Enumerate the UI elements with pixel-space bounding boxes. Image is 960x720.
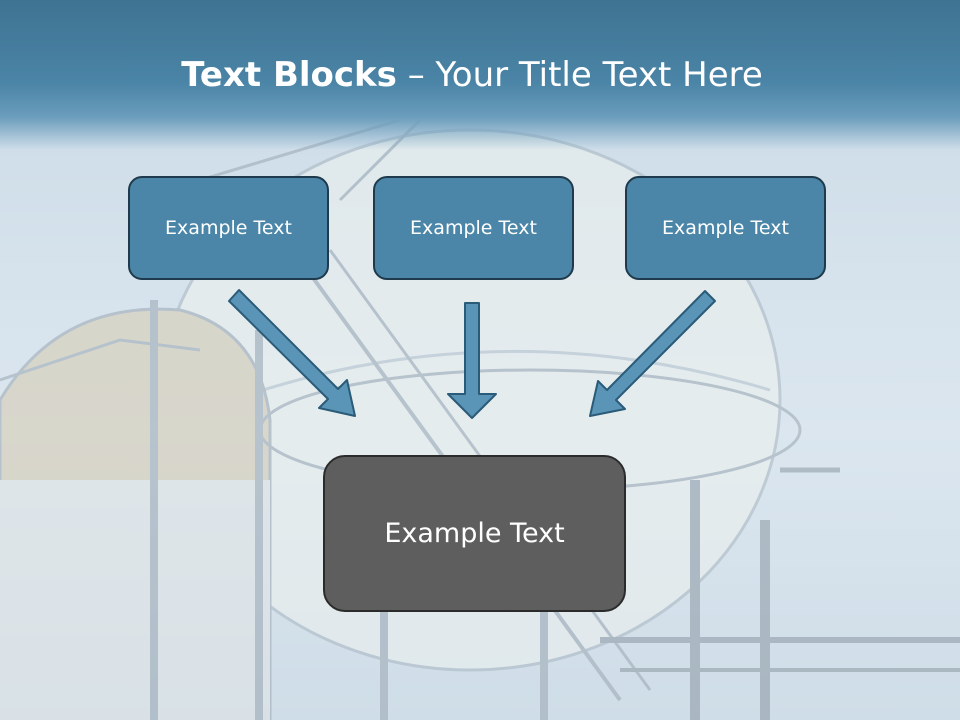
text-block-3[interactable]: Example Text <box>625 176 826 280</box>
title-bold: Text Blocks <box>181 55 397 95</box>
arrow-right-to-center <box>589 290 716 417</box>
title-rest: Your Title Text Here <box>435 55 763 95</box>
title-band <box>0 0 960 150</box>
arrow-left-to-center <box>228 289 356 417</box>
target-block[interactable]: Example Text <box>323 455 626 612</box>
text-block-3-label: Example Text <box>662 217 789 239</box>
text-block-2[interactable]: Example Text <box>373 176 574 280</box>
arrow-down-center <box>447 302 497 419</box>
text-block-1-label: Example Text <box>165 217 292 239</box>
target-block-label: Example Text <box>384 518 565 549</box>
title-dash: – <box>396 55 436 95</box>
slide-title: Text Blocks – Your Title Text Here <box>0 52 944 98</box>
text-block-2-label: Example Text <box>410 217 537 239</box>
text-block-1[interactable]: Example Text <box>128 176 329 280</box>
